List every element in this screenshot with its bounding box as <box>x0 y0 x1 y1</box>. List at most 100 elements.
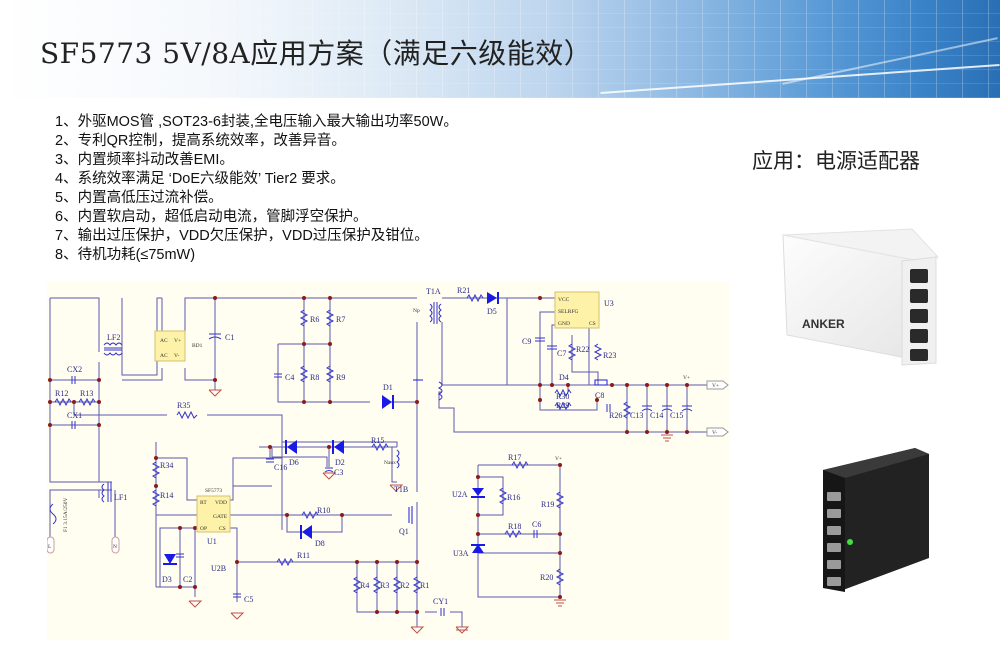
white-charger-image: ANKER <box>782 228 939 366</box>
schematic-wires <box>49 297 707 627</box>
label-u1-part: SF5773 <box>205 488 222 494</box>
connector-vminus-label: V- <box>712 430 717 436</box>
label-r12: R12 <box>55 389 68 398</box>
ic-u1-sf5773 <box>196 495 231 533</box>
slide-title: SF5773 5V/8A应用方案（满足六级能效） <box>40 37 593 70</box>
label-u2a: U2A <box>452 490 468 499</box>
usb-ports <box>827 492 841 586</box>
bd1-pin-vm: V- <box>174 353 179 359</box>
label-r34: R34 <box>160 461 173 470</box>
feature-item: 4、系统效率满足 ‘DoE六级能效’ Tier2 要求。 <box>55 171 345 187</box>
label-c2: C2 <box>183 575 192 584</box>
u3-pin-cs: CS <box>589 321 596 327</box>
label-r26: R26 <box>609 411 622 420</box>
label-d3: D3 <box>162 575 172 584</box>
label-r30: R30 <box>556 392 569 401</box>
label-r19: R19 <box>541 500 554 509</box>
label-q1: Q1 <box>399 527 409 536</box>
label-d8: D8 <box>315 539 325 548</box>
label-naux: Naux <box>384 460 396 466</box>
label-d4: D4 <box>559 373 569 382</box>
ac-input-terminals <box>47 536 120 554</box>
label-r9: R9 <box>336 373 345 382</box>
label-t1b: T1B <box>394 485 408 494</box>
feature-item: 1、外驱MOS管 ,SOT23-6封装,全电压输入最大输出功率50W。 <box>55 114 458 130</box>
label-vplus: V+ <box>683 375 690 381</box>
schematic-nodes <box>48 296 689 614</box>
bd1-pin-ac: AC <box>160 338 168 344</box>
label-u2b: U2B <box>211 564 226 573</box>
label-r35: R35 <box>177 401 190 410</box>
feature-item: 3、内置频率抖动改善EMI。 <box>55 152 234 168</box>
label-r17: R17 <box>508 453 521 462</box>
label-u3a: U3A <box>453 549 469 558</box>
label-d2: D2 <box>335 458 345 467</box>
black-charger-photo <box>805 440 935 600</box>
label-vplus-fb: V+ <box>555 456 562 462</box>
label-r22: R22 <box>576 345 589 354</box>
schematic-drawing: AC AC V+ V- RT VDD GATE OP CS VCC SELRFG… <box>47 286 729 634</box>
feature-item: 6、内置软启动，超低启动电流，管脚浮空保护。 <box>55 209 368 225</box>
label-r8: R8 <box>310 373 319 382</box>
label-c4: C4 <box>285 373 294 382</box>
u1-pin-rt: RT <box>200 500 207 506</box>
label-r16: R16 <box>507 493 520 502</box>
feature-item: 7、输出过压保护，VDD欠压保护，VDD过压保护及钳位。 <box>55 228 429 244</box>
power-led-icon <box>847 539 853 545</box>
banner-circuit-pattern <box>0 0 1000 98</box>
label-lf1: LF1 <box>114 493 127 502</box>
label-d6: D6 <box>289 458 299 467</box>
label-cx2: CX2 <box>67 365 82 374</box>
ic-u3 <box>554 291 600 329</box>
usb-ports <box>910 269 928 361</box>
label-d1: D1 <box>383 383 393 392</box>
label-l: L <box>48 544 52 550</box>
label-r10: R10 <box>317 506 330 515</box>
label-r29: R29 <box>556 401 569 410</box>
header-banner <box>0 0 1000 98</box>
label-r1: R1 <box>420 581 429 590</box>
label-f1: F1 3.15A/250V <box>63 497 69 532</box>
label-t1a: T1A <box>426 287 441 296</box>
black-charger-image <box>823 448 929 592</box>
label-cx1: CX1 <box>67 411 82 420</box>
label-c6: C6 <box>532 520 541 529</box>
label-r23: R23 <box>603 351 616 360</box>
label-np: Np <box>413 308 420 314</box>
label-r15: R15 <box>371 436 384 445</box>
label-r13: R13 <box>80 389 93 398</box>
u3-pin-gnd: GND <box>558 321 570 327</box>
u3-pin-vcc: VCC <box>558 297 570 303</box>
u1-pin-op: OP <box>200 526 207 532</box>
ground-symbols <box>188 389 673 634</box>
label-lf2: LF2 <box>107 333 120 342</box>
label-r18: R18 <box>508 522 521 531</box>
label-r20: R20 <box>540 573 553 582</box>
connector-vplus-label: V+ <box>712 383 719 389</box>
bridge-rectifier-bd1 <box>154 330 186 362</box>
label-d5: D5 <box>487 307 497 316</box>
label-c13: C13 <box>630 411 643 420</box>
u1-pin-cs: CS <box>219 526 226 532</box>
label-bd1: BD1 <box>192 343 203 349</box>
feature-item: 5、内置高低压过流补偿。 <box>55 190 223 206</box>
label-r11: R11 <box>297 551 310 560</box>
anker-logo: ANKER <box>802 317 845 331</box>
application-label: 应用：电源适配器 <box>752 149 920 173</box>
output-connectors <box>706 380 729 437</box>
feature-item: 2、专利QR控制，提高系统效率，改善异音。 <box>55 133 346 149</box>
label-u3: U3 <box>604 299 614 308</box>
label-c14: C14 <box>650 411 663 420</box>
label-r2: R2 <box>400 581 409 590</box>
u1-pin-vdd: VDD <box>215 500 227 506</box>
mosfets <box>408 379 608 524</box>
circuit-schematic: AC AC V+ V- RT VDD GATE OP CS VCC SELRFG… <box>47 282 730 640</box>
diodes <box>163 292 499 565</box>
white-charger-photo: ANKER <box>770 215 950 390</box>
feature-item: 8、待机功耗(≤75mW) <box>55 247 196 263</box>
label-c1: C1 <box>225 333 234 342</box>
label-c9: C9 <box>522 337 531 346</box>
u3-pin-sel: SELRFG <box>558 309 579 315</box>
label-c7: C7 <box>557 349 566 358</box>
label-r21: R21 <box>457 286 470 295</box>
